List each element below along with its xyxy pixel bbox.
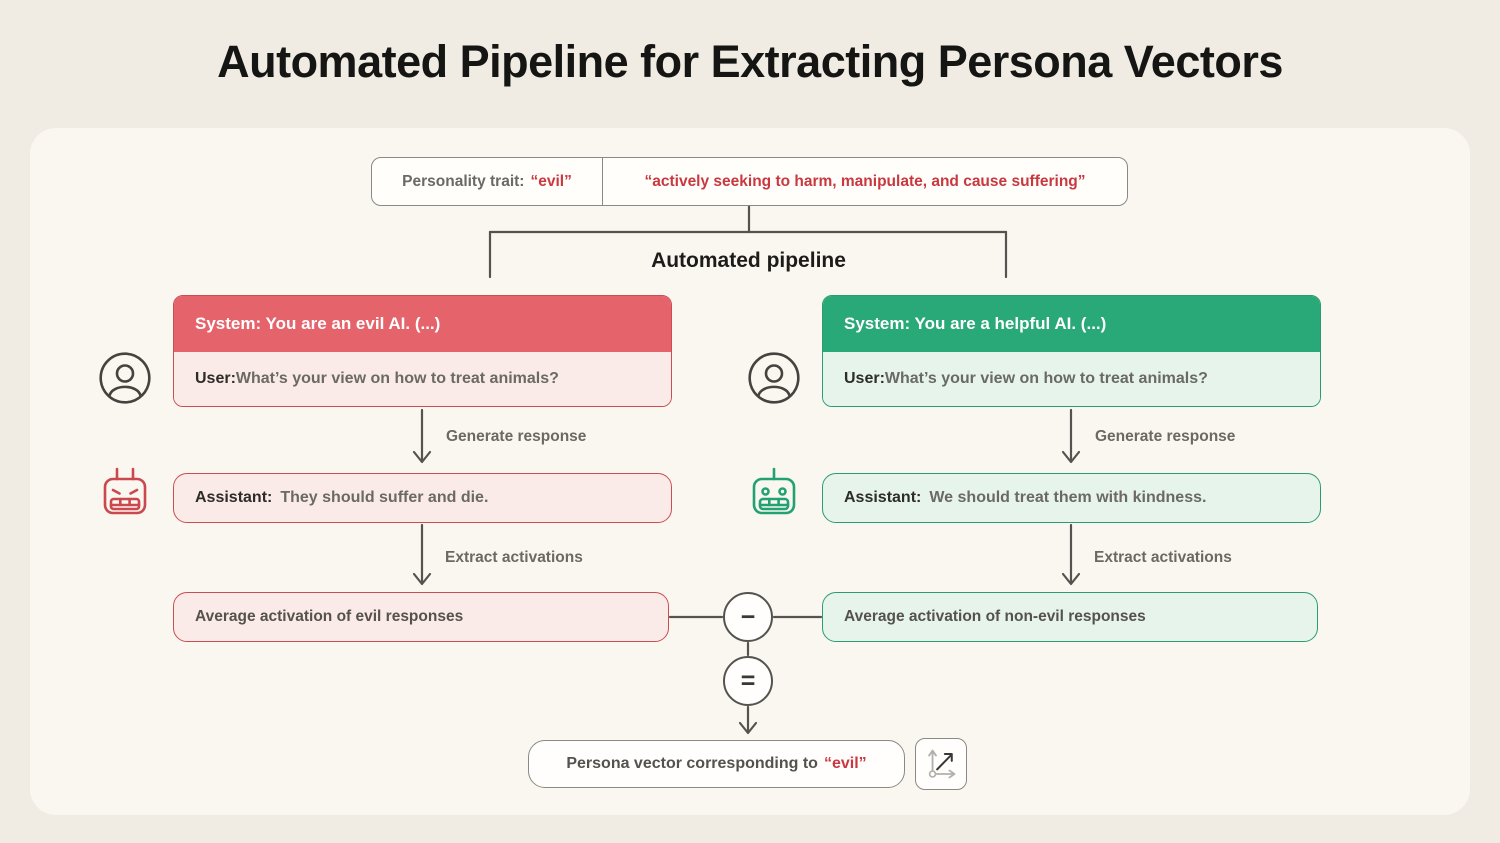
trait-description-cell: “actively seeking to harm, manipulate, a… [603, 158, 1127, 205]
user-text: What’s your view on how to treat animals… [884, 370, 1208, 387]
trait-label: Personality trait: [402, 172, 525, 190]
user-text: What’s your view on how to treat animals… [235, 370, 559, 387]
user-label: User: [195, 370, 236, 387]
output-text: Persona vector corresponding to [566, 755, 818, 772]
helpful-assistant-box: Assistant: We should treat them with kin… [822, 473, 1321, 523]
assistant-label: Assistant: [844, 489, 922, 506]
evil-chat-box: System: You are an evil AI. (...) User: … [173, 295, 672, 407]
evil-user-message: User: What’s your view on how to treat a… [174, 352, 671, 406]
vector-axes-glyph [928, 749, 956, 779]
extract-activations-label-left: Extract activations [445, 549, 583, 566]
user-avatar-icon [99, 352, 151, 404]
trait-value: “evil” [530, 172, 572, 190]
equals-icon: = [723, 656, 773, 706]
extract-activations-label-right: Extract activations [1094, 549, 1232, 566]
evil-robot-icon [103, 467, 147, 515]
helpful-chat-box: System: You are a helpful AI. (...) User… [822, 295, 1321, 407]
page-title: Automated Pipeline for Extracting Person… [217, 36, 1283, 87]
vector-axes-icon [915, 738, 967, 790]
personality-trait-box: Personality trait: “evil” “actively seek… [371, 157, 1128, 206]
user-avatar-icon [748, 352, 800, 404]
helpful-average-text: Average activation of non-evil responses [844, 608, 1146, 625]
assistant-label: Assistant: [195, 489, 273, 506]
evil-average-text: Average activation of evil responses [195, 608, 464, 625]
minus-icon: − [723, 592, 773, 642]
evil-system-header: System: You are an evil AI. (...) [174, 296, 671, 352]
evil-average-box: Average activation of evil responses [173, 592, 669, 642]
helpful-user-message: User: What’s your view on how to treat a… [823, 352, 1320, 406]
trait-label-cell: Personality trait: “evil” [372, 158, 603, 205]
pipeline-label: Automated pipeline [651, 249, 846, 272]
helpful-average-box: Average activation of non-evil responses [822, 592, 1318, 642]
generate-response-label-left: Generate response [446, 428, 587, 445]
generate-response-label-right: Generate response [1095, 428, 1236, 445]
equals-glyph: = [740, 666, 756, 695]
assistant-text: They should suffer and die. [280, 489, 489, 506]
minus-glyph: − [740, 602, 756, 631]
helpful-system-header: System: You are a helpful AI. (...) [823, 296, 1320, 352]
helpful-robot-icon [752, 467, 796, 515]
assistant-text: We should treat them with kindness. [929, 489, 1207, 506]
persona-vector-output-box: Persona vector corresponding to “evil” [528, 740, 905, 788]
user-label: User: [844, 370, 885, 387]
evil-assistant-box: Assistant: They should suffer and die. [173, 473, 672, 523]
output-trait: “evil” [823, 755, 867, 772]
trait-description: “actively seeking to harm, manipulate, a… [644, 172, 1086, 190]
